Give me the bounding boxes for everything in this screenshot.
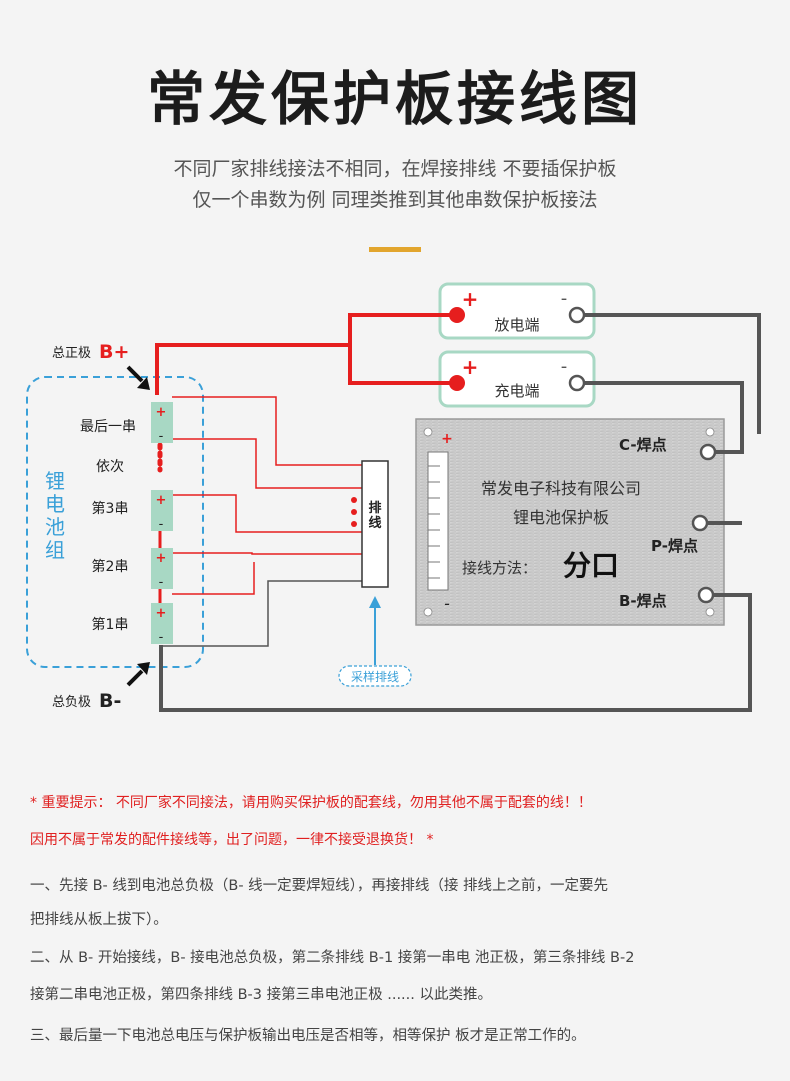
board-method-value: 分口: [563, 549, 619, 582]
battery-pack-outline: [26, 376, 204, 668]
subtitle-line-1: 不同厂家排线接法不相同，在焊接排线 不要插保护板: [173, 158, 617, 180]
warning-line-1: * 重要提示： 不同厂家不同接法，请用购买保护板的配套线，勿用其他不属于配套的线…: [30, 795, 592, 811]
board-method-label: 接线方法：: [462, 559, 537, 577]
cell-last-plus: +: [156, 405, 167, 420]
cell-2-minus: -: [159, 575, 164, 590]
charge-port: 充电端 + -: [438, 350, 596, 408]
protection-board: + - 常发电子科技有限公司 锂电池保护板 接线方法： 分口 C-焊点 P-焊点…: [415, 418, 725, 626]
sampling-wires-red: [172, 396, 362, 595]
subtitle-line-2: 仅一个串数为例 同理类推到其他串数保护板接法: [192, 189, 598, 211]
cell-3-label: 第3串: [92, 500, 129, 517]
wiring-diagram: 放电端 + - 充电端 + - + - 常发电子科技有限公司 锂电池保护板 接线…: [26, 282, 761, 712]
arrow-icon: [126, 662, 150, 687]
accent-bar: [369, 247, 421, 252]
cell-3-plus: +: [156, 493, 167, 508]
board-name: 锂电池保护板: [513, 508, 609, 527]
cell-last-minus: -: [159, 429, 164, 444]
cells: + - 最后一串 依次 + - 第3串 + - 第2串 + - 第1串: [80, 402, 173, 645]
cell-1: + - 第1串: [92, 603, 173, 645]
discharge-port: 放电端 + -: [438, 282, 596, 340]
total-negative-label: 总负极: [52, 695, 91, 710]
connector-label: 排线: [368, 500, 381, 531]
charge-port-label: 充电端: [494, 382, 539, 400]
step-1-line-1: 一、先接 B- 线到电池总负极（B- 线一定要焊短线），再接排线（接 排线上之前…: [30, 878, 609, 894]
cell-3-minus: -: [159, 517, 164, 532]
board-minus: -: [444, 594, 450, 613]
board-company: 常发电子科技有限公司: [481, 479, 641, 498]
between-label: 依次: [96, 459, 124, 475]
warning-line-2: 因用不属于常发的配件接线等，出了问题，一律不接受退换货！ *: [30, 832, 434, 848]
page-title: 常发保护板接线图: [146, 65, 643, 133]
sampling-connector: 排线: [351, 460, 389, 588]
cell-last: + - 最后一串: [80, 402, 173, 444]
cell-1-plus: +: [156, 606, 167, 621]
cell-last-label: 最后一串: [80, 419, 136, 435]
step-3-line-1: 三、最后量一下电池总电压与保护板输出电压是否相等，相等保护 板才是正常工作的。: [30, 1028, 586, 1044]
total-negative-symbol: B-: [99, 690, 121, 712]
total-positive-symbol: B+: [99, 341, 129, 363]
b-pad-label: B-焊点: [619, 592, 667, 610]
discharge-minus: -: [561, 288, 568, 309]
sampling-wire-dark: [161, 580, 362, 647]
discharge-port-label: 放电端: [494, 316, 539, 334]
sampling-callout: 采样排线: [351, 669, 399, 684]
cell-1-minus: -: [159, 630, 164, 645]
step-1-line-2: 把排线从板上拔下）。: [30, 912, 168, 928]
cell-2-label: 第2串: [92, 558, 129, 575]
battery-pack-label: 锂电池组: [45, 469, 65, 562]
terminal-dots: [449, 306, 717, 604]
step-2-line-1: 二、从 B- 开始接线，B- 接电池总负极，第二条排线 B-1 接第一串电 池正…: [30, 950, 635, 966]
arrow-up-icon: [369, 596, 381, 665]
cell-1-label: 第1串: [92, 616, 129, 633]
discharge-plus: +: [462, 287, 479, 311]
board-corner-plus: +: [441, 431, 453, 447]
c-pad-label: C-焊点: [619, 436, 667, 454]
cell-3: + - 第3串: [92, 490, 173, 532]
cell-2: + - 第2串: [92, 548, 173, 590]
positive-wires: [155, 313, 457, 395]
step-2-line-2: 接第二串电池正极，第四条排线 B-3 接第三串电池正极 ...... 以此类推。: [30, 987, 492, 1003]
total-positive-label: 总正极: [52, 346, 91, 361]
negative-wires: [159, 313, 761, 712]
charge-plus: +: [462, 355, 479, 379]
cell-2-plus: +: [156, 551, 167, 566]
arrow-icon: [126, 365, 150, 390]
charge-minus: -: [561, 356, 568, 377]
p-pad-label: P-焊点: [651, 537, 698, 555]
